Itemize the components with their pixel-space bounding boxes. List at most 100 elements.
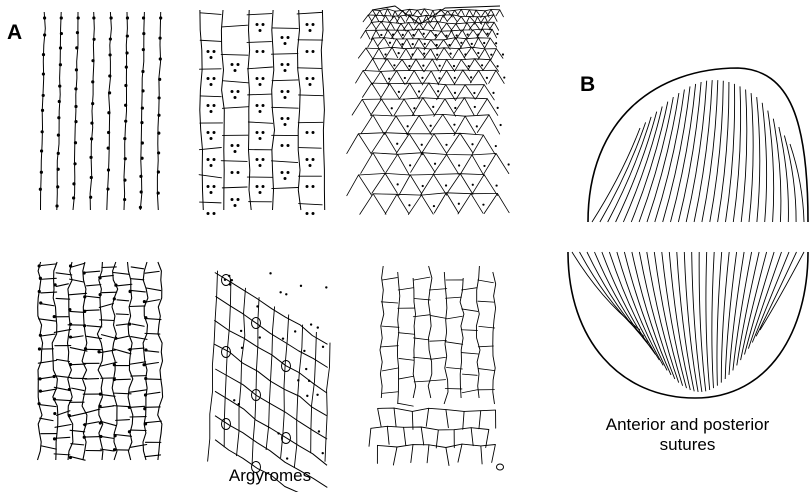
stroke [200, 13, 221, 15]
stroke [369, 428, 371, 446]
stroke [299, 95, 323, 96]
stroke [463, 411, 464, 429]
stroke [489, 22, 494, 30]
stroke [380, 266, 384, 398]
stroke [69, 293, 87, 294]
granule [74, 141, 77, 144]
granule [422, 65, 424, 67]
granule [92, 38, 95, 41]
stroke [145, 333, 160, 334]
stroke [114, 393, 131, 394]
stroke [372, 22, 376, 29]
granule [397, 183, 399, 185]
kinety-line [580, 252, 644, 336]
stroke [116, 314, 128, 315]
granule [90, 176, 93, 179]
stroke [500, 10, 504, 17]
stroke [436, 430, 438, 448]
stroke [491, 10, 494, 16]
stroke [373, 38, 490, 40]
granule [207, 185, 210, 188]
granule [458, 203, 460, 205]
granule [240, 330, 242, 332]
granule [83, 423, 86, 426]
granule [483, 42, 485, 44]
granule [262, 185, 265, 188]
stroke [460, 155, 472, 174]
stroke [460, 133, 473, 153]
granule [306, 77, 309, 80]
stroke [382, 392, 398, 394]
stroke [444, 272, 448, 404]
stroke [446, 193, 458, 213]
granule [39, 334, 42, 337]
granule [38, 347, 41, 350]
granule [126, 16, 129, 19]
granule [91, 80, 94, 83]
granule [453, 65, 455, 67]
granule [123, 137, 126, 140]
stroke [472, 175, 484, 194]
stroke [378, 38, 384, 47]
stroke [56, 284, 68, 287]
stroke [413, 39, 418, 49]
stroke [465, 116, 476, 134]
granule [325, 286, 327, 288]
stroke [73, 12, 78, 210]
stroke [431, 114, 443, 132]
granule [231, 198, 234, 201]
stroke [478, 280, 494, 283]
granule [503, 76, 505, 78]
granule [398, 52, 400, 54]
stroke [157, 12, 160, 210]
stroke [368, 15, 371, 21]
granule [284, 42, 287, 45]
granule [90, 137, 93, 140]
stroke [366, 22, 372, 29]
stroke [406, 49, 412, 59]
stroke [41, 389, 57, 392]
stroke [272, 107, 299, 108]
granule [303, 350, 305, 352]
granule [38, 377, 41, 380]
stroke [131, 267, 143, 269]
stroke [40, 418, 53, 420]
kinety-line [647, 93, 679, 222]
granule [418, 90, 420, 92]
granule [213, 104, 216, 107]
granule [496, 33, 498, 35]
granule [234, 69, 237, 72]
granule [476, 125, 478, 127]
granule [259, 110, 262, 113]
granule [54, 283, 57, 286]
stroke [373, 59, 491, 60]
stroke [221, 10, 224, 210]
argyrome-oblique-grid [208, 271, 330, 492]
granule [98, 276, 101, 279]
granule [231, 90, 234, 93]
kinety-line [686, 81, 707, 222]
stroke [421, 174, 434, 194]
granule [40, 171, 43, 174]
granule [56, 185, 59, 188]
stroke [440, 15, 444, 22]
granule [89, 156, 92, 159]
granule [75, 68, 78, 71]
granule [113, 448, 116, 451]
stroke [460, 39, 466, 49]
granule [74, 120, 77, 123]
granule [126, 34, 129, 37]
stroke [434, 174, 447, 195]
granule [306, 185, 309, 188]
kinety-line [721, 252, 729, 383]
granule [445, 184, 447, 186]
granule [297, 379, 299, 381]
granule [277, 432, 279, 434]
stroke [129, 306, 145, 307]
granule [423, 33, 425, 35]
granule [144, 377, 147, 380]
stroke [404, 99, 415, 116]
stroke [423, 22, 428, 30]
stroke [373, 194, 386, 214]
granule [157, 96, 160, 99]
